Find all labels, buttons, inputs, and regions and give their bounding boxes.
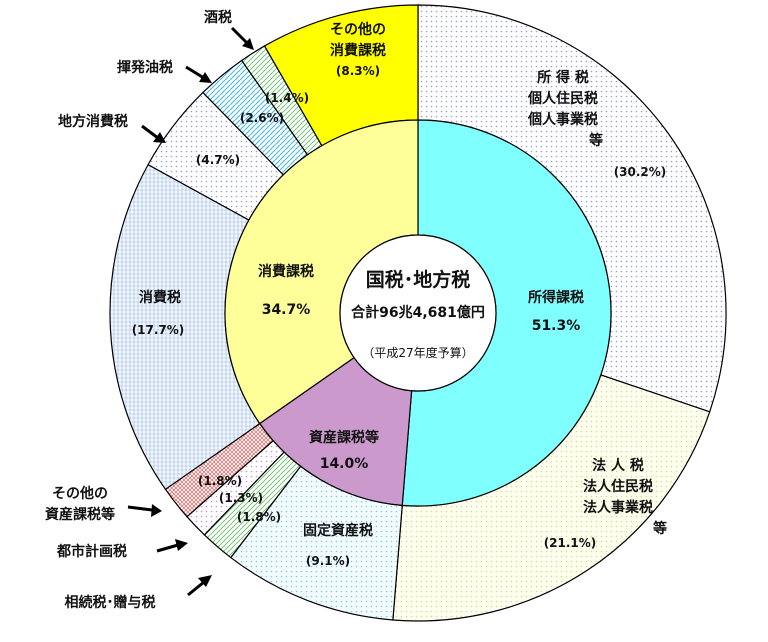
outer-label-corp-tax-3: 法人事業税 xyxy=(583,499,653,516)
inner-label-consumption: 消費課税 xyxy=(258,263,314,280)
arrow-inheritance xyxy=(187,575,212,597)
outer-label-consumption-tax: 消費税 xyxy=(139,289,181,306)
outer-pct-fixed-asset: (9.1%) xyxy=(306,554,350,568)
inner-pct-property: 14.0% xyxy=(320,456,369,472)
outer-label-income-tax-2: 個人住民税 xyxy=(527,90,598,107)
outer-label-corp-tax-2: 法人住民税 xyxy=(583,478,653,495)
arrow-other-property xyxy=(127,504,162,517)
arrow-gasoline xyxy=(185,65,212,83)
chart-subtitle: 合計96兆4,681億円 xyxy=(351,304,485,321)
outer-pct-other-property: (1.8%) xyxy=(198,474,242,488)
inner-label-property: 資産課税等 xyxy=(309,429,379,446)
inner-label-income: 所得課税 xyxy=(528,289,584,306)
outer-label-income-tax-4: 等 xyxy=(589,132,603,149)
outer-pct-inheritance: (1.8%) xyxy=(237,510,281,524)
outer-label-inheritance: 相続税･贈与税 xyxy=(65,594,156,611)
outer-pct-city-planning: (1.3%) xyxy=(219,491,263,505)
outer-label-fixed-asset: 固定資産税 xyxy=(303,522,373,539)
arrow-city-planning xyxy=(156,539,188,553)
outer-pct-income-tax: (30.2%) xyxy=(614,165,667,179)
outer-pct-consumption-tax: (17.7%) xyxy=(132,323,185,337)
leader-arrows xyxy=(127,26,254,597)
inner-pct-consumption: 34.7% xyxy=(262,302,311,318)
outer-label-local-consumption: 地方消費税 xyxy=(58,113,128,130)
outer-label-corp-tax-4: 等 xyxy=(653,520,667,537)
outer-label-other-property-1: その他の xyxy=(52,485,108,502)
outer-label-other-property-2: 資産課税等 xyxy=(45,506,115,523)
outer-pct-other-consumption: (8.3%) xyxy=(336,64,380,78)
center-hole xyxy=(339,234,497,392)
arrow-liquor xyxy=(230,26,254,50)
chart-note: （平成27年度予算） xyxy=(362,345,473,360)
outer-label-city-planning: 都市計画税 xyxy=(56,543,127,560)
chart-title: 国税･地方税 xyxy=(366,268,471,291)
inner-pct-income: 51.3% xyxy=(532,318,581,334)
arrow-local-consumption xyxy=(141,124,166,143)
outer-label-gasoline: 揮発油税 xyxy=(117,59,173,76)
inner-ring xyxy=(224,119,612,507)
outer-label-corp-tax-1: 法 人 税 xyxy=(592,457,644,474)
outer-pct-local-consumption: (4.7%) xyxy=(196,153,240,167)
outer-label-liquor: 酒税 xyxy=(204,9,232,26)
outer-label-income-tax-3: 個人事業税 xyxy=(527,111,598,128)
outer-label-other-consumption-2: 消費課税 xyxy=(330,42,386,59)
outer-pct-corp-tax: (21.1%) xyxy=(544,536,597,550)
outer-label-income-tax-1: 所 得 税 xyxy=(537,69,589,86)
outer-pct-gasoline: (2.6%) xyxy=(240,111,284,125)
outer-pct-liquor: (1.4%) xyxy=(265,91,309,105)
outer-ring xyxy=(109,4,727,622)
outer-label-other-consumption-1: その他の xyxy=(330,21,386,38)
